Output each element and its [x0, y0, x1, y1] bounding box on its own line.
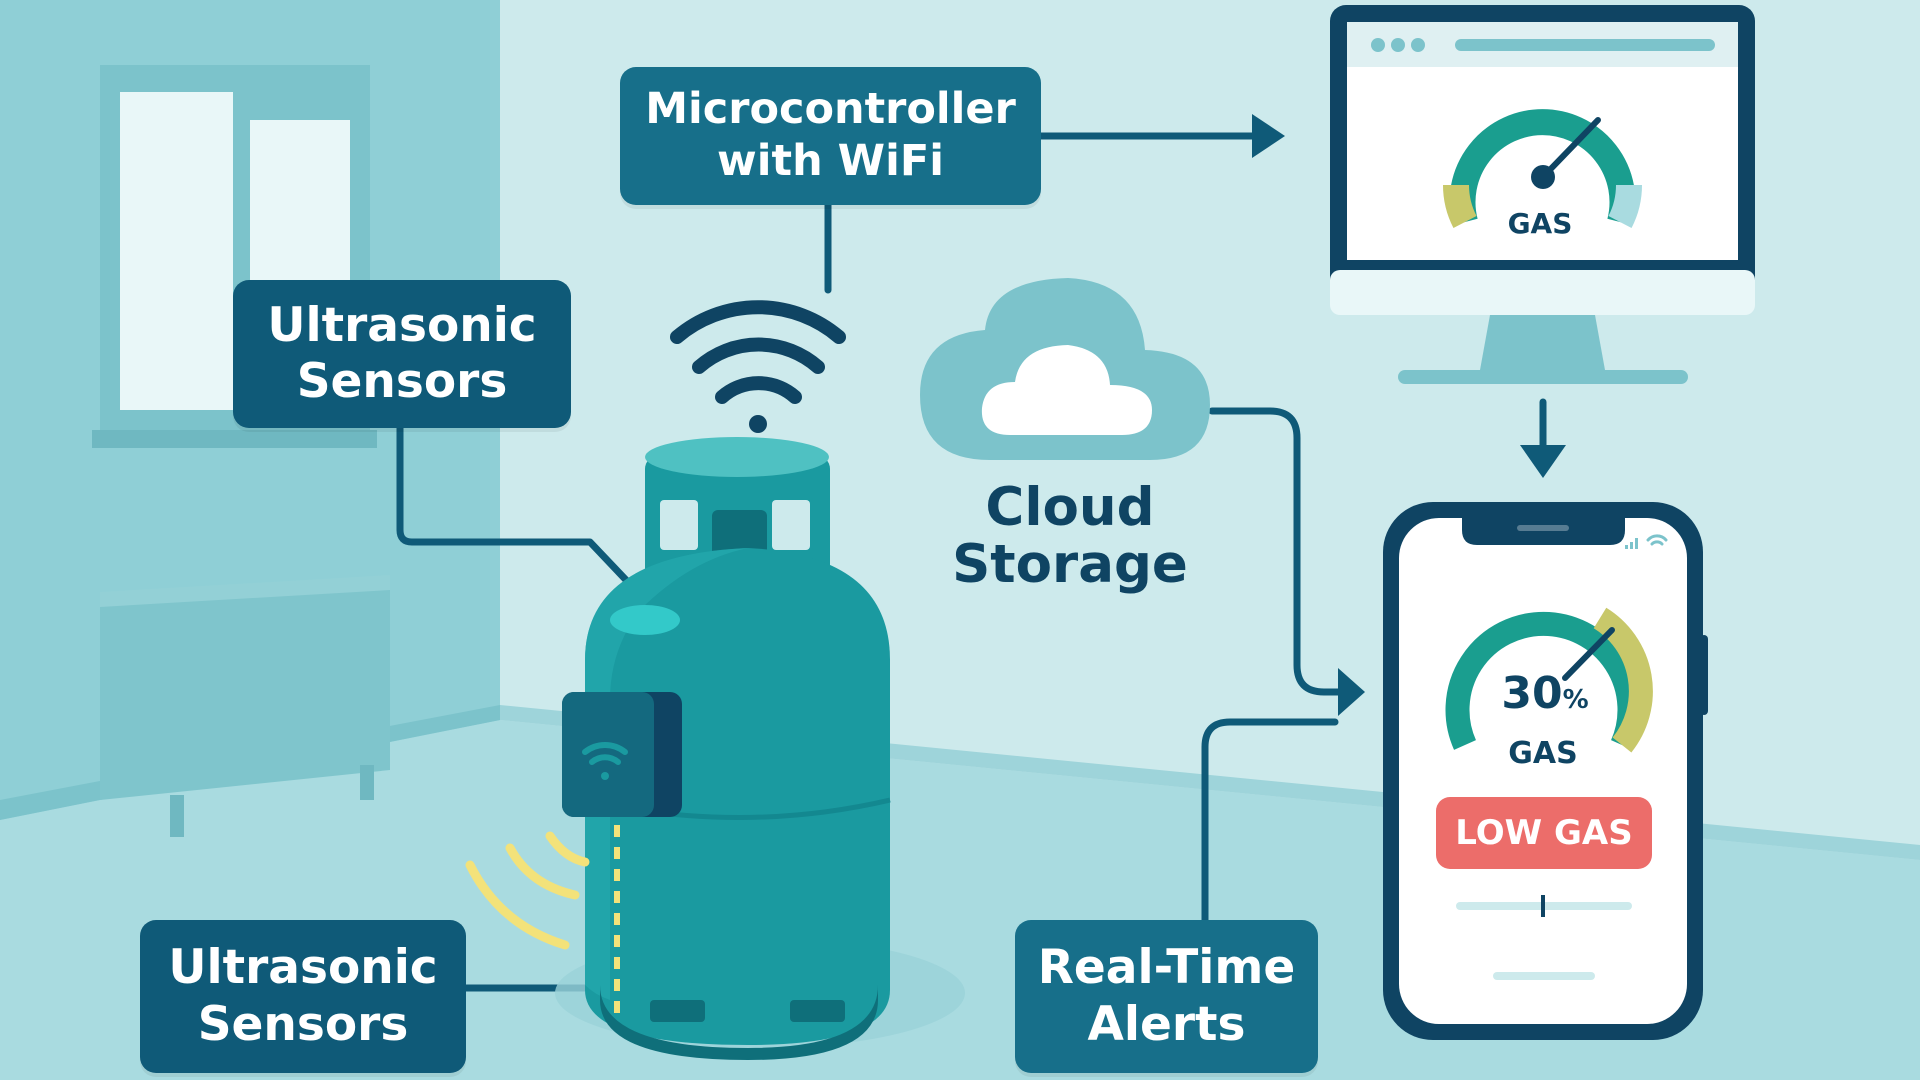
monitor-icon: GAS [1330, 5, 1755, 384]
sensor-module [562, 692, 682, 1018]
home-indicator [1493, 972, 1595, 980]
alerts-to-phone-line [1201, 718, 1339, 924]
wifi-icon [1646, 534, 1668, 546]
monitor-gauge-label: GAS [1508, 207, 1573, 240]
phone-gauge-value: 30% [1501, 668, 1588, 719]
ultrasonic-top-to-cylinder-line [396, 424, 649, 604]
wifi-icon [582, 741, 628, 780]
arrowheads [1252, 114, 1566, 716]
cloud-icon [920, 278, 1210, 460]
phone-gauge-label: GAS [1508, 736, 1577, 771]
wifi-icon [670, 300, 846, 433]
slider-thumb [1541, 895, 1545, 917]
arrow-icon [1252, 114, 1285, 158]
arrow-icon [1520, 445, 1566, 478]
cloud-to-phone-line [1208, 407, 1354, 696]
gas-cylinder [555, 437, 965, 1060]
low-gas-alert: LOW GAS [1436, 797, 1652, 869]
gauge-icon [1442, 109, 1643, 228]
gauge-icon [1445, 607, 1653, 753]
smartphone-icon: 30% GAS [1383, 502, 1708, 1040]
cabinet [100, 575, 390, 837]
sound-waves [465, 831, 590, 950]
arrow-icon [1338, 668, 1365, 716]
connector-lines [396, 132, 1547, 992]
signal-icon [1625, 538, 1638, 549]
